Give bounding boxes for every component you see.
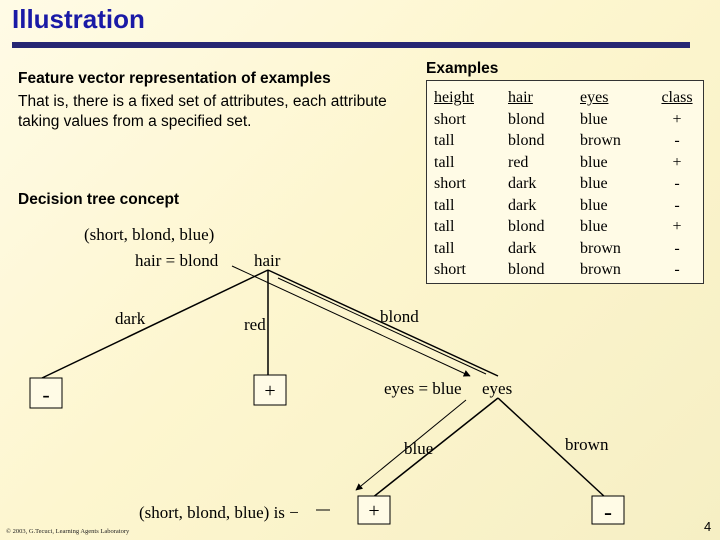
- table-cell: dark: [508, 175, 537, 192]
- table-cell: brown: [580, 132, 621, 149]
- branch-brown: [497, 397, 607, 499]
- edge-label-blond: blond: [380, 307, 419, 326]
- table-row: tall blond brown -: [434, 130, 702, 152]
- root-node-hair: hair: [254, 251, 281, 270]
- table-cell: +: [672, 218, 682, 235]
- table-cell: short: [434, 261, 466, 278]
- decision-tree-heading: Decision tree concept: [18, 191, 180, 208]
- edge-label-brown: brown: [565, 435, 609, 454]
- table-cell: brown: [580, 239, 621, 257]
- examples-box: [426, 80, 704, 284]
- table-cell: -: [674, 261, 680, 278]
- table-cell: +: [672, 110, 682, 128]
- table-cell: short: [434, 175, 466, 192]
- table-cell: tall: [434, 132, 455, 149]
- page-number: 4: [704, 519, 712, 534]
- table-cell: blond: [508, 261, 545, 278]
- leaf-dark-class: -: [42, 382, 49, 407]
- edge-label-dark: dark: [115, 309, 146, 328]
- leaf-box-red: [253, 374, 287, 406]
- table-row: tall dark blue -: [434, 195, 702, 217]
- column-header: height: [434, 89, 474, 106]
- path-arrow-eyes-blue: [355, 399, 467, 491]
- table-cell: dark: [508, 239, 537, 257]
- table-cell: blue: [580, 196, 608, 214]
- table-cell: short: [434, 110, 466, 128]
- edge-label-red: red: [244, 315, 266, 334]
- eyes-node: eyes: [482, 379, 512, 398]
- leaf-brown-class: -: [604, 500, 612, 526]
- table-cell: brown: [580, 261, 621, 278]
- column-header: class: [661, 89, 693, 106]
- feature-vector-heading: Feature vector representation of example…: [18, 70, 331, 87]
- table-cell: blond: [508, 132, 545, 149]
- table-cell: -: [674, 175, 680, 192]
- leaf-blue-class: +: [368, 500, 379, 522]
- column-header: hair: [508, 89, 533, 106]
- table-cell: blue: [580, 110, 608, 128]
- table-cell: blue: [580, 153, 608, 171]
- path-arrow-hair-blond-parallel: [277, 277, 487, 375]
- table-row: short blond brown -: [434, 259, 702, 281]
- table-cell: blond: [508, 110, 545, 128]
- table-cell: tall: [434, 239, 455, 257]
- table-cell: blond: [508, 218, 545, 235]
- examples-body: short blond blue + tall blond brown - tall red blu…: [434, 109, 702, 281]
- table-cell: blue: [580, 218, 608, 235]
- table-row: short blond blue +: [434, 109, 702, 131]
- title-divider: [12, 42, 690, 48]
- table-cell: +: [672, 153, 682, 171]
- table-cell: blue: [580, 175, 608, 192]
- column-header: eyes: [580, 89, 609, 106]
- table-cell: dark: [508, 196, 537, 214]
- table-cell: -: [674, 132, 680, 149]
- table-cell: tall: [434, 153, 455, 171]
- table-cell: tall: [434, 196, 455, 214]
- copyright-footer: © 2003, G.Tecuci, Learning Agents Labora…: [6, 528, 130, 535]
- table-cell: -: [674, 239, 680, 257]
- feature-vector-description: That is, there is a fixed set of attribu…: [18, 93, 387, 130]
- table-cell: -: [674, 196, 680, 214]
- leaf-box-brown: [591, 495, 625, 525]
- leaf-red-class: +: [264, 380, 275, 402]
- examples-header-row: height hair eyes class: [434, 87, 702, 109]
- table-row: tall blond blue +: [434, 216, 702, 238]
- leaf-box-blue: [357, 495, 391, 525]
- classification-result-label: (short, blond, blue) is −: [139, 503, 299, 522]
- table-cell: tall: [434, 218, 455, 235]
- slide-title: Illustration: [12, 4, 145, 34]
- query-eyes-match-label: eyes = blue: [384, 379, 462, 398]
- table-row: short dark blue -: [434, 173, 702, 195]
- leaf-box-dark: [29, 377, 63, 409]
- table-row: tall red blue +: [434, 152, 702, 174]
- branch-blue: [371, 397, 499, 499]
- path-arrow-hair-blond: [231, 265, 471, 377]
- query-example-label: (short, blond, blue): [84, 225, 214, 244]
- examples-title: Examples: [426, 60, 499, 77]
- branch-dark: [41, 269, 269, 379]
- table-row: tall dark brown -: [434, 238, 702, 260]
- table-cell: red: [508, 153, 529, 171]
- edge-label-blue: blue: [404, 439, 433, 458]
- branch-blond: [267, 269, 499, 377]
- query-hair-match-label: hair = blond: [135, 251, 219, 270]
